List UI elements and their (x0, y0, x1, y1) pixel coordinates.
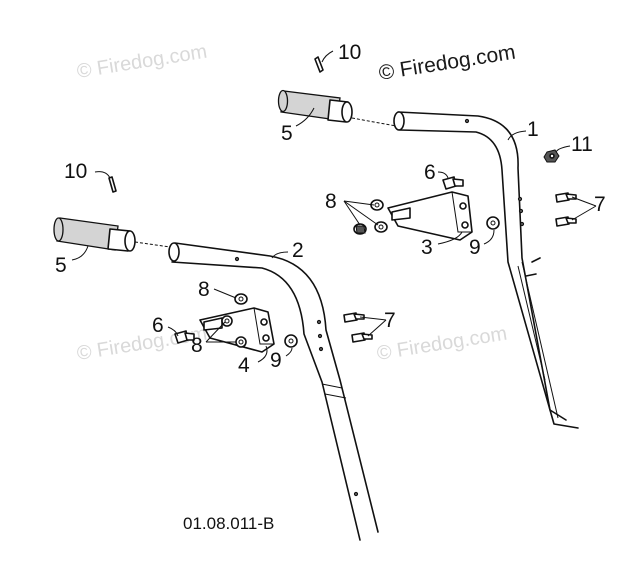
lower-hardware (108, 176, 373, 348)
upper-bracket (387, 191, 473, 241)
callout-11: 11 (571, 133, 593, 156)
upper-grip (277, 89, 397, 127)
callout-8-lower-bottom: 8 (191, 334, 203, 357)
upper-hardware (314, 56, 577, 235)
callout-5-upper: 5 (281, 122, 293, 145)
callout-6-lower: 6 (152, 314, 164, 337)
callout-10-upper: 10 (338, 41, 361, 64)
callout-6-upper: 6 (424, 161, 436, 184)
callout-8-lower-top: 8 (198, 278, 210, 301)
callout-5-lower: 5 (55, 254, 67, 277)
watermark-top-left: © Firedog.com (75, 41, 208, 83)
drawing-code: 01.08.011-B (183, 514, 274, 533)
upper-handle-tube (393, 111, 579, 429)
callout-1: 1 (527, 118, 539, 141)
leader-lines (71, 50, 597, 363)
callout-3: 3 (421, 236, 433, 259)
callout-2: 2 (292, 239, 304, 262)
lower-handle-tube (168, 242, 379, 541)
callout-10-lower: 10 (64, 160, 87, 183)
callout-4: 4 (238, 354, 250, 377)
callout-7-lower: 7 (384, 309, 396, 332)
watermark-top-right: © Firedog.com (377, 41, 517, 85)
callout-9-lower: 9 (270, 349, 282, 372)
lower-grip (53, 217, 171, 252)
callout-7-upper: 7 (594, 193, 606, 216)
callout-9-upper: 9 (469, 236, 481, 259)
watermark-bottom-left: © Firedog.com (75, 323, 208, 365)
callout-8-upper: 8 (325, 190, 337, 213)
